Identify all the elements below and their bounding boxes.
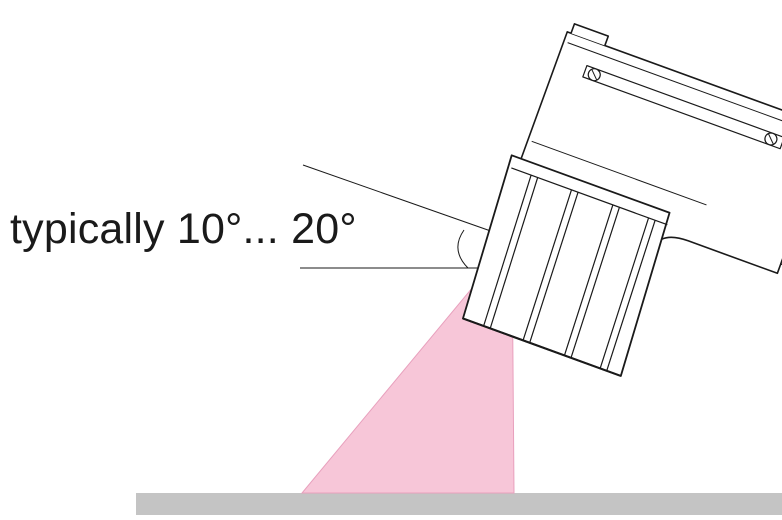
mounting-angle-label: typically 10°... 20° [10,205,357,253]
lens-collar [511,167,668,226]
angle-arc [457,229,469,269]
ground-surface [136,493,782,515]
sensor-top-ridge [570,23,610,46]
mounting-rail [582,65,782,150]
housing-inner-line-2 [531,140,707,206]
laser-scanner-icon [462,23,782,377]
lens-front-face [462,317,622,377]
laser-beam [300,238,515,494]
housing-inner-line [567,42,782,137]
